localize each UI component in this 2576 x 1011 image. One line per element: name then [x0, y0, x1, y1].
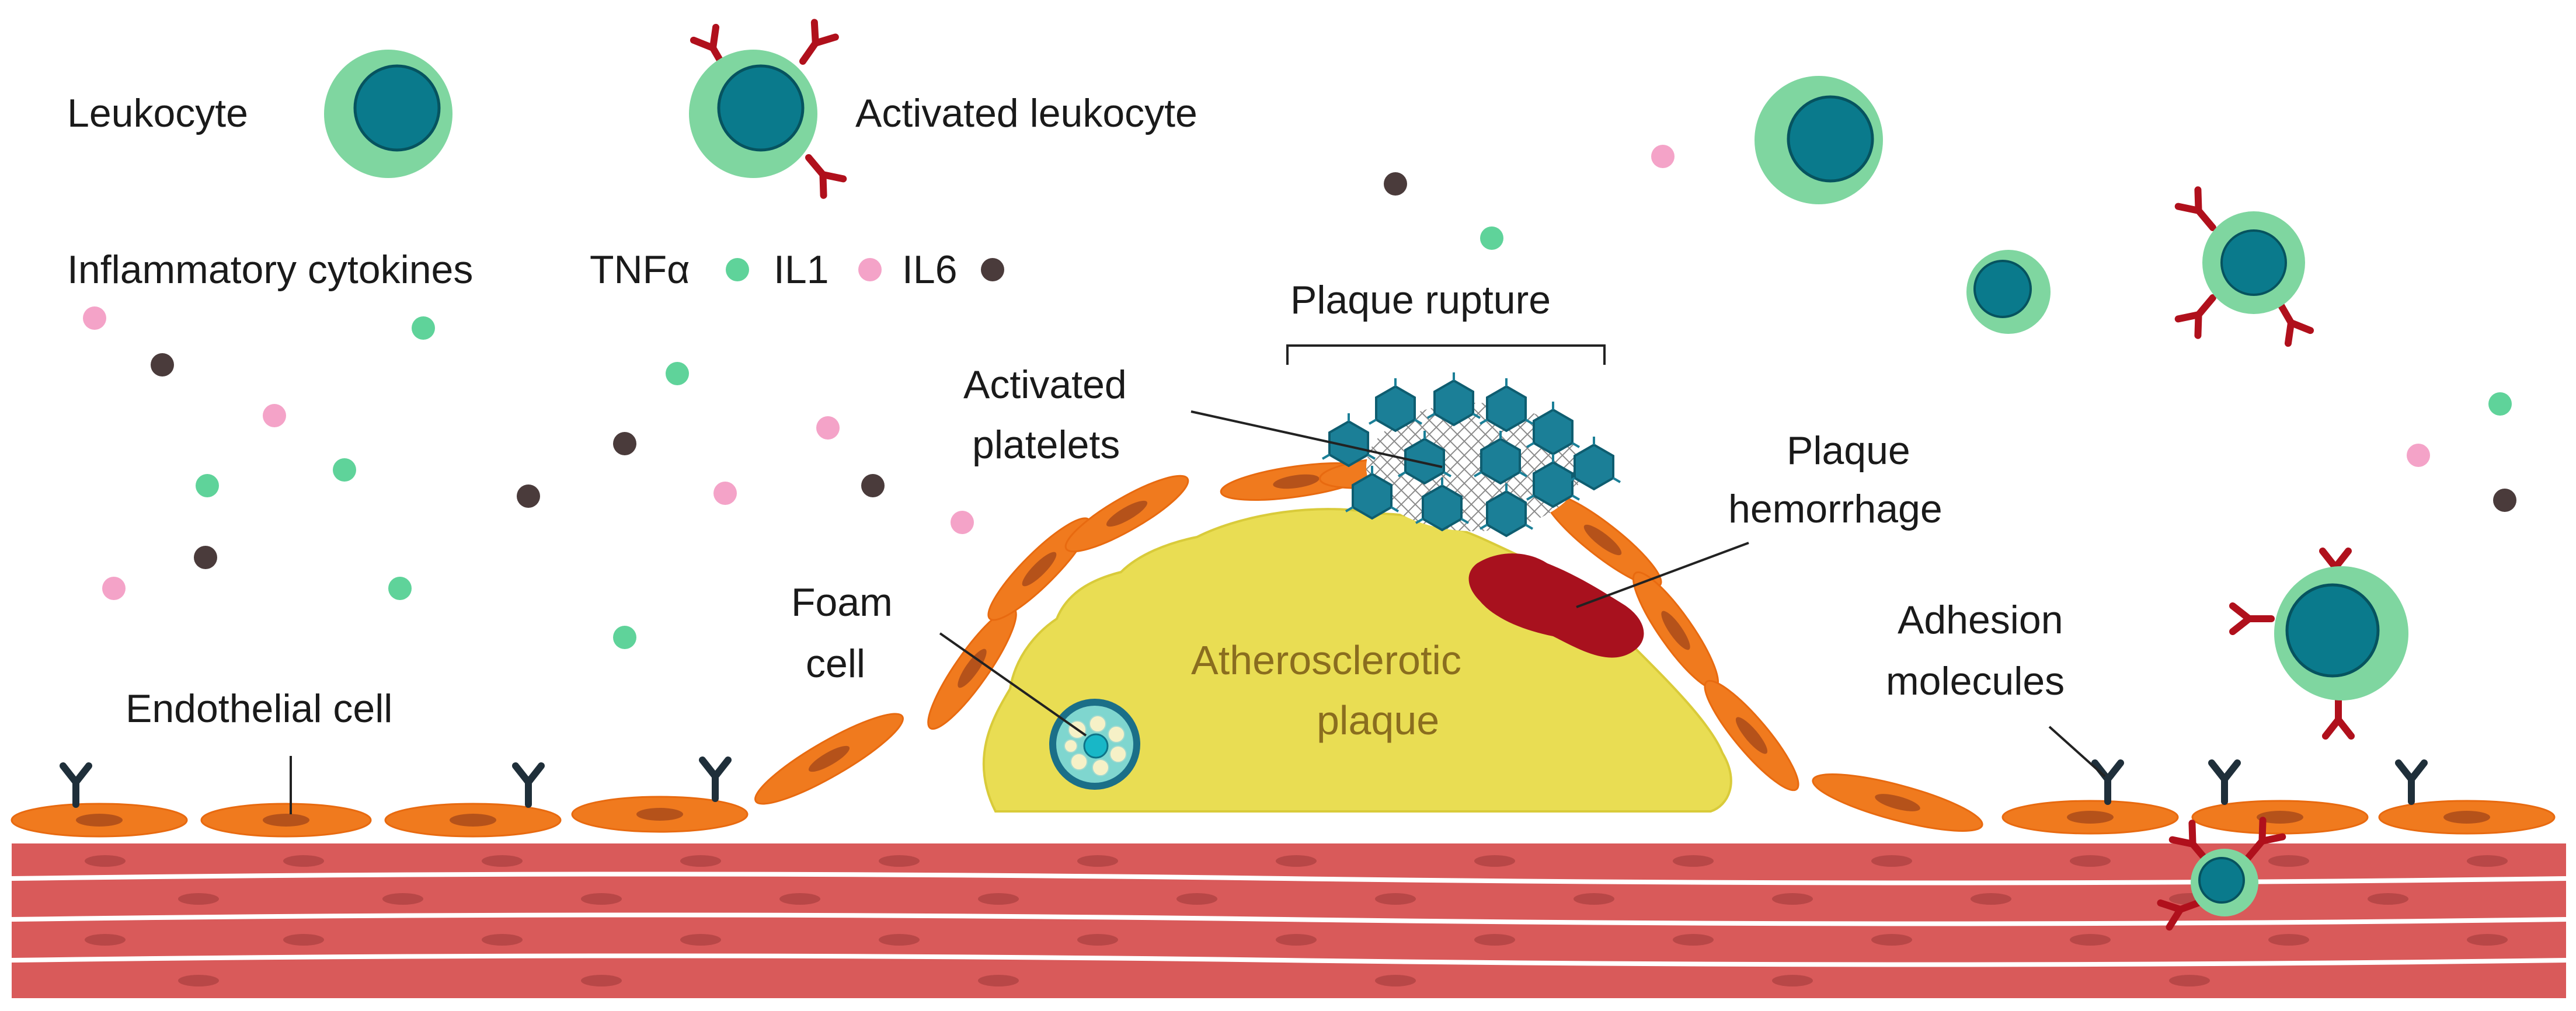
label-adhesion-molecules-1: Adhesion	[1898, 598, 2063, 642]
label-foam-cell-1: Foam	[791, 580, 893, 625]
label-endothelial-cell: Endothelial cell	[126, 686, 392, 731]
cytokines-scattered	[83, 145, 2516, 649]
activated-platelets-pointer	[1190, 410, 1443, 468]
endothelial-layer	[11, 456, 2556, 838]
label-plaque-hemorrhage-2: hemorrhage	[1728, 487, 1943, 531]
plaque-hemorrhage-blob	[1468, 553, 1644, 658]
label-adhesion-molecules-2: molecules	[1886, 659, 2065, 703]
foam-cell	[1049, 699, 1140, 790]
label-plaque-rupture: Plaque rupture	[1290, 278, 1551, 322]
leukocyte-small-right	[1966, 250, 2051, 334]
label-tnfa: TNFα	[590, 247, 690, 292]
legend-activated-leukocyte	[689, 22, 843, 195]
activated-leukocyte-lower-right	[2233, 551, 2408, 736]
label-activated-platelets-1: Activated	[963, 362, 1127, 407]
legend-tnfa-dot	[726, 258, 749, 281]
label-atherosclerotic-plaque-2: plaque	[1317, 698, 1439, 743]
adhesion-molecules-pointer	[2048, 726, 2106, 778]
label-il6: IL6	[902, 247, 958, 292]
activated-leukocyte-migrating	[2160, 820, 2282, 927]
label-il1: IL1	[774, 247, 829, 292]
label-leukocyte: Leukocyte	[67, 91, 248, 135]
label-plaque-hemorrhage-1: Plaque	[1787, 428, 1910, 473]
legend-il1-dot	[858, 258, 882, 281]
activated-platelets-cluster	[1321, 371, 1621, 537]
foam-cell-pointer	[939, 632, 1087, 737]
label-atherosclerotic-plaque-1: Atherosclerotic	[1191, 637, 1461, 683]
activated-leukocyte-right	[2178, 190, 2310, 343]
leukocyte-upper-right	[1755, 76, 1883, 204]
label-inflammatory-cytokines: Inflammatory cytokines	[67, 247, 473, 292]
plaque-rupture-bracket	[1286, 344, 1606, 365]
label-foam-cell-2: cell	[806, 642, 865, 686]
legend-leukocyte	[324, 50, 452, 178]
label-activated-leukocyte: Activated leukocyte	[855, 91, 1198, 135]
smooth-muscle-layer	[11, 843, 2567, 998]
plaque-hemorrhage-pointer	[1576, 542, 1749, 608]
legend-il6-dot	[981, 258, 1004, 281]
label-activated-platelets-2: platelets	[972, 423, 1120, 467]
